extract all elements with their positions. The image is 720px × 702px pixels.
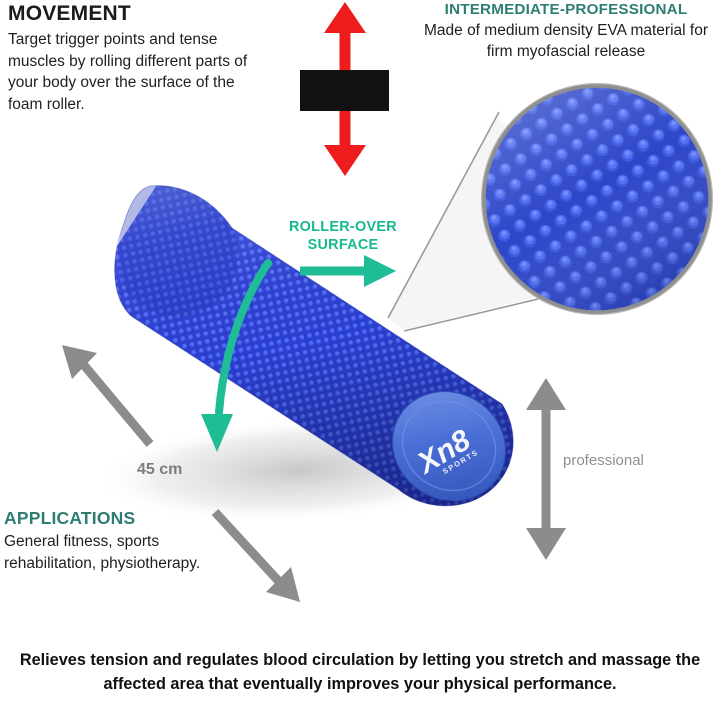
rollover-line-1: ROLLER-OVER [288, 219, 398, 235]
roller-end-cap [391, 390, 507, 502]
magnified-surface-circle-icon [481, 83, 713, 315]
gray-double-vertical-arrow-icon [526, 378, 566, 560]
movement-title: MOVEMENT [8, 2, 131, 25]
green-curved-arrow-icon [201, 259, 272, 452]
intermediate-title: INTERMEDIATE-PROFESSIONAL [444, 1, 688, 18]
length-dimension-label: 45 cm [137, 461, 183, 478]
green-straight-arrow-icon [300, 255, 396, 287]
movement-body: Target trigger points and tense muscles … [8, 31, 248, 113]
rollover-callout: ROLLER-OVER SURFACE [273, 219, 413, 254]
applications-section: APPLICATIONS General fitness, sports reh… [4, 508, 234, 574]
intermediate-body: Made of medium density EVA material for … [423, 22, 708, 60]
bottom-caption: Relieves tension and regulates blood cir… [19, 651, 701, 693]
black-bar-icon [300, 70, 389, 111]
diameter-dimension-label: professional [563, 452, 644, 469]
gray-double-diagonal-arrow-icon [62, 345, 300, 602]
intermediate-section: INTERMEDIATE-PROFESSIONAL Made of medium… [416, 0, 716, 62]
applications-title: APPLICATIONS [4, 508, 136, 528]
applications-body: General fitness, sports rehabilitation, … [4, 533, 201, 572]
rollover-line-2: SURFACE [307, 236, 379, 253]
movement-section: MOVEMENT Target trigger points and tense… [8, 2, 253, 115]
